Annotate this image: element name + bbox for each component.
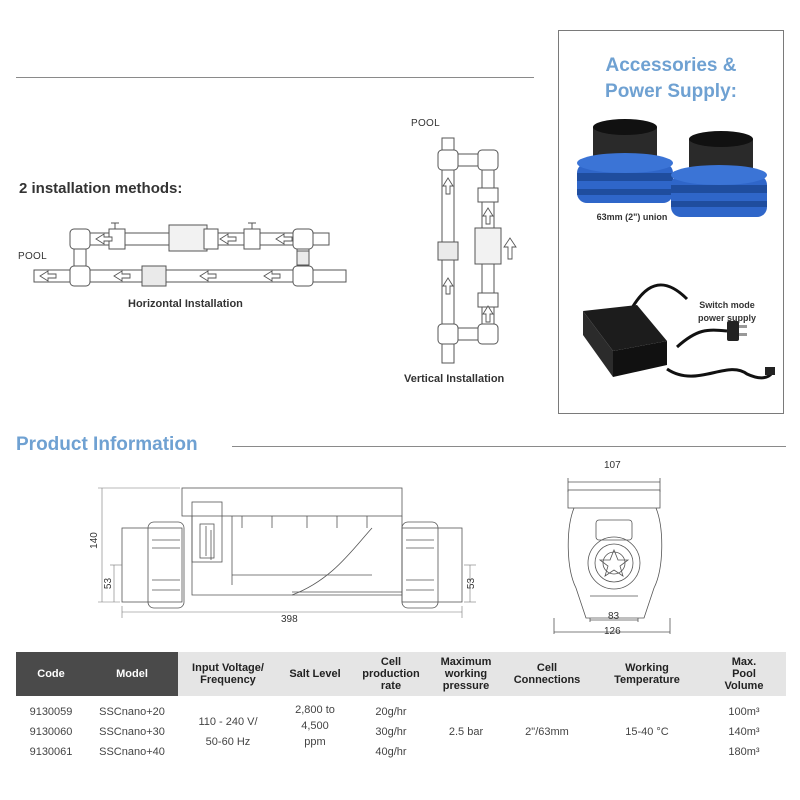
temperature-cell: 15-40 °C [625,726,669,738]
dim-left-offset: 53 [103,577,115,590]
union-caption: 63mm (2") union [596,212,668,222]
accessories-title: Accessories & Power Supply: [605,55,737,102]
horizontal-installation-caption: Horizontal Installation [128,298,243,310]
header-model: Model [86,652,178,696]
dim-inner-width: 83 [608,611,620,622]
product-spec-table: Code Model Input Voltage/Frequency Salt … [16,652,786,762]
vertical-pool-label: POOL [411,118,440,129]
pressure-cell: 2.5 bar [448,726,484,738]
union-icon [577,119,767,217]
installation-heading: 2 installation methods: [19,180,183,197]
header-code: Code [16,652,86,696]
accessories-panel: Accessories & Power Supply: 63mm (2") un… [558,30,784,414]
front-view-drawing [553,478,671,634]
horizontal-installation-diagram [33,222,347,287]
dim-height: 140 [88,532,100,549]
dim-right-offset: 53 [466,577,478,590]
side-view-drawing [98,487,476,618]
power-supply-caption: Switch mode power supply [697,300,756,323]
header-salt: Salt Level [278,652,352,696]
horizontal-pool-label: POOL [18,251,47,262]
vertical-installation-caption: Vertical Installation [404,373,505,385]
voltage-cell: 110 - 240 V/50-60 Hz [198,716,258,748]
dim-top-width: 107 [604,460,621,471]
power-supply-icon [583,283,775,380]
product-information-title: Product Information [16,434,198,455]
connections-cell: 2"/63mm [525,726,569,738]
table-header-row: Code Model Input Voltage/Frequency Salt … [16,652,786,696]
vertical-installation-diagram [437,137,517,364]
dim-length: 398 [281,614,298,625]
dim-outer-width: 126 [604,626,621,637]
header-voltage: Input Voltage/Frequency [178,652,278,696]
top-divider [16,77,534,78]
product-info-divider [232,446,786,447]
